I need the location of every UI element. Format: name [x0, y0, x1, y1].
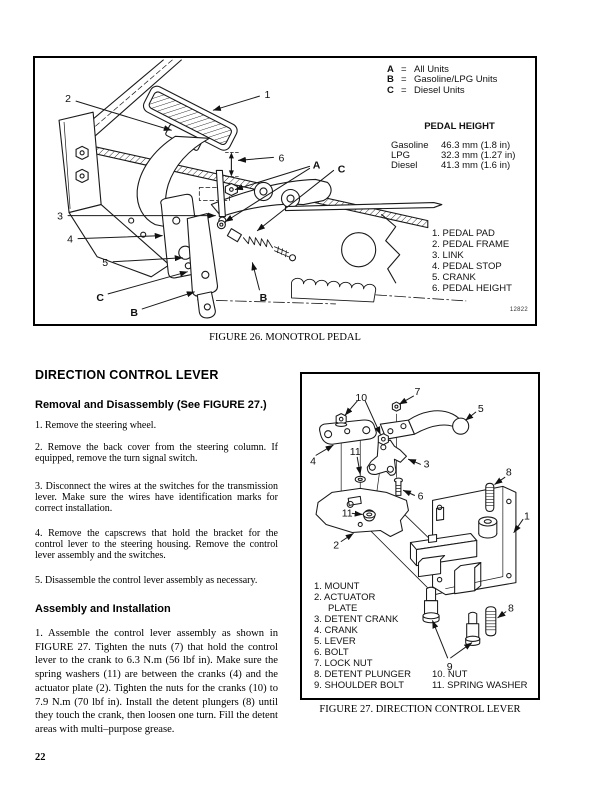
fig27-callout-11-bottom: 11	[342, 507, 353, 519]
key-desc: All Units	[414, 64, 449, 75]
assembly-heading: Assembly and Installation	[35, 603, 171, 615]
legend-item: 11. SPRING WASHER	[432, 680, 528, 691]
fig26-unit-key: A = All Units B = Gasoline/LPG Units C =…	[387, 64, 498, 96]
figure-26-box: 1 2 3 4 5 6 A C C B B A = All Units B = …	[33, 56, 537, 326]
legend-item: 8. DETENT PLUNGER	[314, 669, 411, 680]
legend-item: 1. MOUNT	[314, 581, 360, 592]
fig26-callout-3: 3	[57, 211, 63, 223]
fig27-callout-8-top: 8	[506, 466, 512, 478]
pedal-height-row: LPG 32.3 mm (1.27 in)	[391, 150, 516, 162]
legend-item: 9. SHOULDER BOLT	[314, 680, 405, 691]
fig27-callout-8-bottom: 8	[508, 603, 514, 615]
key-equals: =	[401, 74, 407, 86]
key-desc: Gasoline/LPG Units	[414, 74, 498, 86]
fig26-callout-6: 6	[279, 152, 285, 164]
legend-item: 5. LEVER	[314, 636, 356, 647]
fig27-legend-column-1: 1. MOUNT 2. ACTUATOR PLATE 3. DETENT CRA…	[314, 581, 411, 691]
fig26-callout-a: A	[313, 159, 321, 171]
key-equals: =	[401, 64, 407, 75]
removal-step: 5. Disassemble the control lever assembl…	[35, 575, 258, 586]
fuel-value: 32.3 mm (1.27 in)	[441, 150, 516, 162]
fig26-callout-c-bottom: C	[96, 292, 104, 304]
removal-step: 2. Remove the back cover from the steeri…	[35, 442, 278, 465]
pedal-height-title: PEDAL HEIGHT	[424, 121, 495, 132]
direction-control-lever-drawing: 10 7 5 4 11 3 8 6 11 1 2 8 9	[310, 386, 530, 673]
removal-step: 3. Disconnect the wires at the switches …	[35, 481, 278, 515]
removal-step: 1. Remove the steering wheel.	[35, 420, 157, 431]
figure-reference-number: 12822	[509, 307, 528, 313]
fig27-callout-7: 7	[415, 386, 421, 398]
fig26-callout-5: 5	[102, 257, 108, 269]
legend-item: 10. NUT	[432, 669, 468, 680]
legend-item: 6. BOLT	[314, 647, 349, 658]
key-letter: B	[387, 74, 394, 86]
pedal-height-table: Gasoline 46.3 mm (1.8 in) LPG 32.3 mm (1…	[391, 140, 516, 172]
pedal-height-row: Gasoline 46.3 mm (1.8 in)	[391, 140, 515, 151]
removal-step: 4. Remove the capscrews that hold the br…	[35, 528, 278, 562]
fig27-callout-3: 3	[424, 458, 430, 470]
legend-item: 3. DETENT CRANK	[314, 614, 399, 625]
fig27-callout-9: 9	[447, 661, 453, 673]
fig27-callout-1: 1	[524, 510, 530, 522]
fuel-value: 46.3 mm (1.8 in)	[441, 140, 511, 151]
legend-item: 4. CRANK	[314, 625, 358, 636]
legend-item: 7. LOCK NUT	[314, 658, 373, 669]
legend-item: 3. LINK	[432, 250, 464, 262]
figure-26-caption: FIGURE 26. MONOTROL PEDAL	[209, 332, 361, 343]
pedal-height-row: Diesel 41.3 mm (1.6 in)	[391, 161, 515, 171]
fuel-label: Gasoline	[391, 140, 429, 151]
key-desc: Diesel Units	[414, 84, 465, 96]
key-row: A = All Units	[387, 64, 497, 75]
fig26-legend: 1. PEDAL PAD 2. PEDAL FRAME 3. LINK 4. P…	[432, 228, 512, 295]
fig27-callout-11-top: 11	[350, 446, 361, 458]
key-letter: A	[387, 64, 394, 75]
legend-item: 5. CRANK	[432, 272, 476, 284]
fuel-label: LPG	[391, 150, 411, 162]
fuel-value: 41.3 mm (1.6 in)	[441, 160, 511, 172]
fig26-callout-2: 2	[65, 93, 71, 105]
fig27-callout-10: 10	[355, 392, 367, 404]
fig27-callout-2: 2	[333, 540, 339, 552]
fig26-callout-1: 1	[265, 89, 271, 101]
figure-27-box: 10 7 5 4 11 3 8 6 11 1 2 8 9 1. MOUNT 2.…	[300, 372, 540, 700]
figure-27-caption: FIGURE 27. DIRECTION CONTROL LEVER	[319, 704, 521, 715]
key-letter: C	[387, 84, 394, 96]
fig27-callout-4: 4	[310, 455, 316, 467]
legend-item: 6. PEDAL HEIGHT	[432, 283, 512, 295]
fig26-callout-c-top: C	[338, 163, 346, 175]
page-number: 22	[35, 752, 46, 763]
fig27-callout-5: 5	[478, 403, 484, 415]
key-row: C = Diesel Units	[387, 84, 497, 96]
assembly-step: 1. Assemble the control lever assembly a…	[35, 628, 278, 735]
legend-item: 2. ACTUATOR	[314, 592, 376, 603]
fig26-callout-b-right: B	[260, 292, 268, 304]
fig27-legend-column-2: 10. NUT 11. SPRING WASHER	[432, 669, 528, 691]
section-title: DIRECTION CONTROL LEVER	[35, 368, 219, 382]
legend-item: 1. PEDAL PAD	[432, 228, 495, 239]
legend-item: 2. PEDAL FRAME	[432, 239, 510, 251]
key-row: B = Gasoline/LPG Units	[387, 74, 498, 86]
removal-heading: Removal and Disassembly (See FIGURE 27.)	[35, 399, 267, 411]
monotrol-pedal-drawing: 1 2 3 4 5 6 A C C B B	[57, 59, 467, 319]
fig27-callout-6: 6	[418, 490, 424, 502]
fig26-callout-b-left: B	[130, 307, 138, 319]
fig26-callout-4: 4	[67, 234, 73, 246]
legend-item-wrap: PLATE	[328, 603, 358, 614]
key-equals: =	[401, 84, 407, 96]
legend-item: 4. PEDAL STOP	[432, 261, 502, 273]
fuel-label: Diesel	[391, 160, 418, 172]
